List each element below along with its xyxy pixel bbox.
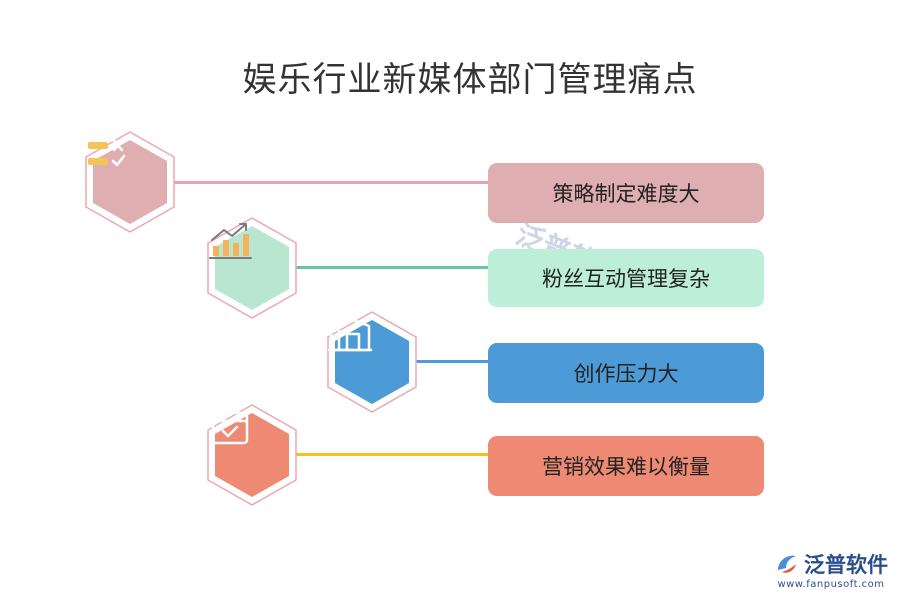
connector-line-2 [292, 266, 490, 269]
pain-point-box-3: 创作压力大 [488, 343, 764, 403]
pain-point-label-3: 创作压力大 [573, 362, 679, 386]
brand-logo: 泛普软件 www.fanpusoft.com [774, 549, 888, 590]
pain-point-label-4: 营销效果难以衡量 [542, 455, 710, 479]
pain-point-label-1: 策略制定难度大 [552, 182, 700, 206]
building-icon [327, 316, 373, 352]
connector-line-3 [412, 360, 490, 363]
page-title: 娱乐行业新媒体部门管理痛点 [242, 60, 698, 100]
hexagon-4 [206, 403, 298, 507]
hexagon-1 [84, 130, 176, 234]
calendar-check-icon [211, 407, 249, 445]
pain-point-box-1: 策略制定难度大 [488, 163, 764, 223]
logo-url: www.fanpusoft.com [777, 579, 885, 590]
hexagon-2 [206, 216, 298, 320]
pain-point-box-4: 营销效果难以衡量 [488, 436, 764, 496]
connector-line-4 [292, 453, 490, 456]
fanpu-logo-icon [778, 555, 796, 573]
connector-line-1 [168, 181, 490, 184]
hexagon-3 [326, 310, 418, 414]
pain-point-label-2: 粉丝互动管理复杂 [542, 267, 710, 291]
pain-point-box-2: 粉丝互动管理复杂 [488, 249, 764, 307]
bar-chart-growth-icon [209, 223, 252, 259]
logo-name: 泛普软件 [804, 553, 888, 577]
checklist-icon [88, 139, 126, 167]
